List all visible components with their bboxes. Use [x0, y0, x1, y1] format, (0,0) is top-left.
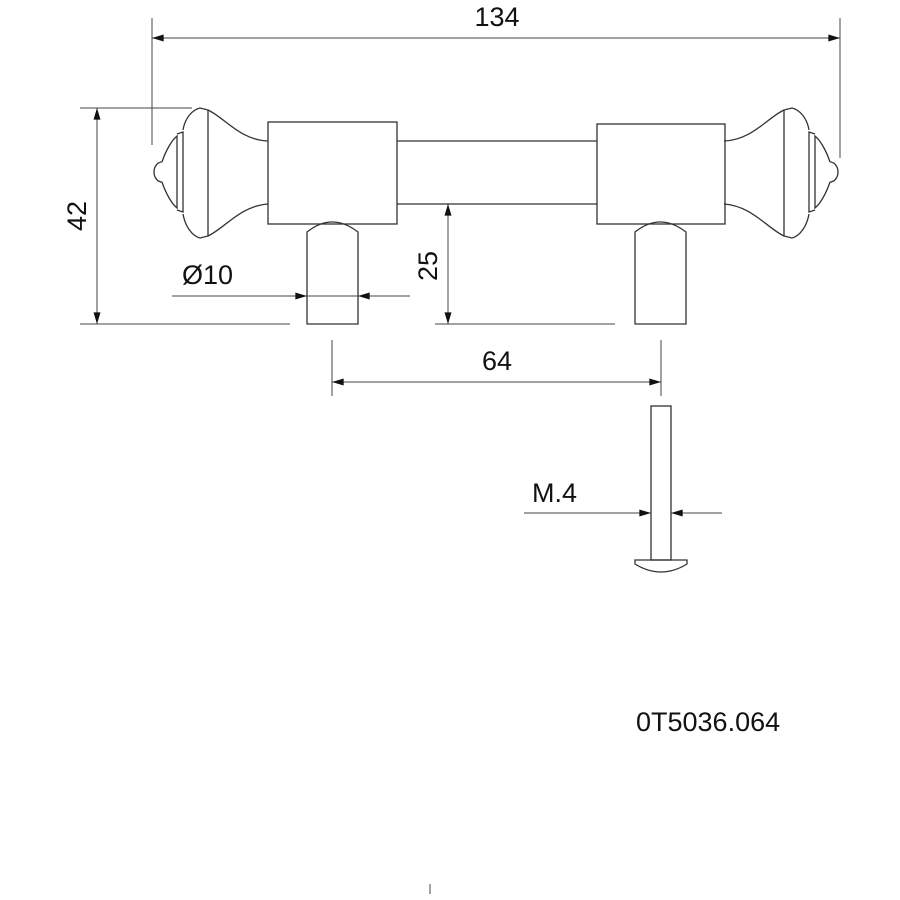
svg-text:42: 42 — [62, 201, 92, 231]
dimension-post-diameter: Ø10 — [172, 260, 410, 300]
svg-text:64: 64 — [482, 346, 512, 376]
right-end-cap — [723, 107, 839, 239]
dimension-post-height: 25 — [413, 204, 615, 325]
dimension-hole-spacing: 64 — [331, 340, 662, 396]
left-end-cap — [153, 107, 269, 239]
left-block — [267, 121, 398, 225]
dimension-height: 42 — [62, 107, 290, 325]
dimension-overall-length: 134 — [151, 2, 841, 158]
left-post — [306, 221, 359, 325]
svg-text:134: 134 — [474, 2, 519, 32]
screw — [634, 405, 688, 573]
svg-text:M.4: M.4 — [532, 478, 577, 508]
handle-bar — [397, 140, 597, 205]
right-block — [596, 123, 726, 225]
right-post — [634, 221, 687, 325]
svg-text:Ø10: Ø10 — [182, 260, 233, 290]
part-number: 0T5036.064 — [636, 707, 780, 737]
svg-text:25: 25 — [413, 251, 443, 281]
dimension-screw-thread: M.4 — [524, 478, 722, 517]
